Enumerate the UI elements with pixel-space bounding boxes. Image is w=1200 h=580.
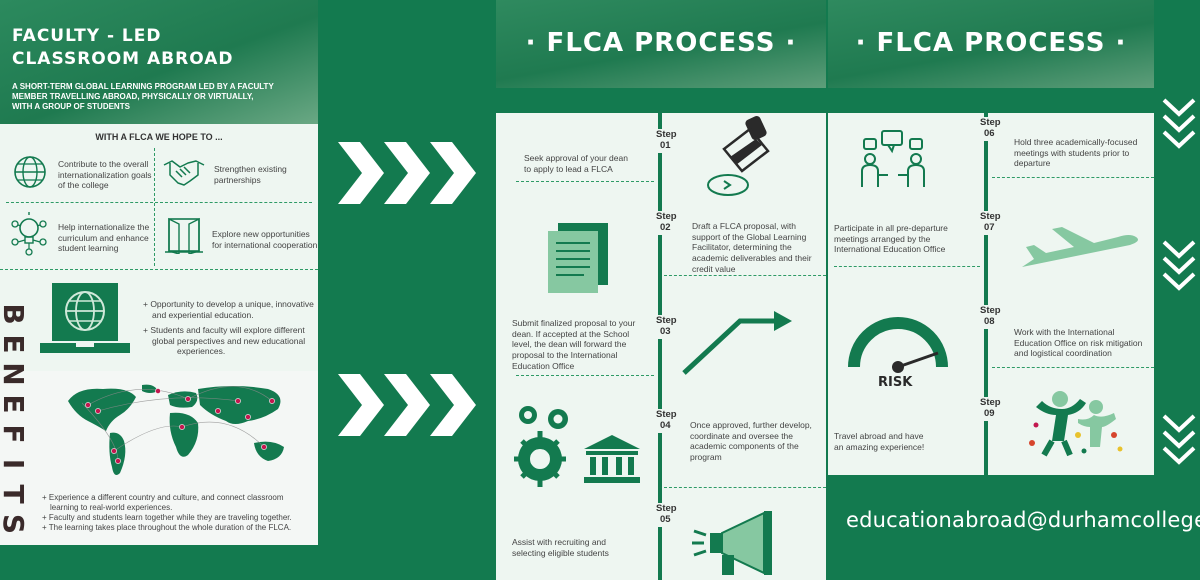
stamp-icon xyxy=(707,115,770,196)
benefits-letter: B xyxy=(0,303,30,325)
process-title-2: · FLCA PROCESS · xyxy=(855,28,1127,58)
hopes-hdivider xyxy=(6,202,312,203)
down-chevrons-icon-1 xyxy=(1162,98,1196,149)
contact-email[interactable]: educationabroad@durhamcollege.ca xyxy=(846,508,1200,532)
arrow-up-icon xyxy=(682,311,792,375)
benefit-text-c: + Experience a different country and cul… xyxy=(42,493,284,512)
benefits-letter: I xyxy=(0,458,30,470)
step-divider-06 xyxy=(992,177,1154,178)
step-divider-07 xyxy=(834,266,980,267)
document-icon xyxy=(548,223,608,293)
hopes-section: WITH A FLCA WE HOPE TO ... Contribute to… xyxy=(0,124,318,269)
step-divider-08 xyxy=(992,367,1154,368)
left-header: FACULTY - LED CLASSROOM ABROAD A SHORT-T… xyxy=(0,0,318,124)
chevrons-icon-upper xyxy=(338,142,476,204)
hopes-vdivider xyxy=(154,148,155,266)
subtitle-line1: A SHORT-TERM GLOBAL LEARNING PROGRAM LED… xyxy=(12,82,274,91)
main-title-line2: CLASSROOM ABROAD xyxy=(12,49,234,69)
benefits-section: B E N E F I T S + Opportunity to develop… xyxy=(0,269,318,545)
process-header-2: · FLCA PROCESS · xyxy=(828,0,1154,88)
down-chevrons-icon-2 xyxy=(1162,240,1196,291)
airplane-icon xyxy=(1022,227,1138,267)
hopes-heading: WITH A FLCA WE HOPE TO ... xyxy=(95,132,223,142)
open-door-icon xyxy=(165,217,203,254)
subtitle-line3: WITH A GROUP OF STUDENTS xyxy=(12,102,130,111)
benefit-text-a: + Opportunity to develop a unique, innov… xyxy=(143,299,314,320)
benefits-vertical-word: B E N E F I T S xyxy=(0,299,30,539)
timeline-line-1 xyxy=(658,113,662,580)
left-panel: FACULTY - LED CLASSROOM ABROAD A SHORT-T… xyxy=(0,0,318,545)
down-chevrons-icon-3 xyxy=(1162,414,1196,465)
benefits-letter: N xyxy=(0,362,30,386)
step-divider-03 xyxy=(516,375,654,376)
risk-label: RISK xyxy=(878,375,913,390)
benefits-letter: E xyxy=(0,334,30,354)
globe-icon xyxy=(14,156,46,188)
benefits-letter: S xyxy=(0,513,30,535)
megaphone-icon xyxy=(692,511,772,575)
step-divider-01 xyxy=(516,181,654,182)
risk-gauge-icon xyxy=(848,317,948,373)
benefits-letter: F xyxy=(0,424,30,444)
process-header-1: · FLCA PROCESS · xyxy=(496,0,826,88)
benefits-letter: T xyxy=(0,484,30,504)
benefit-text-e: + The learning takes place throughout th… xyxy=(42,523,292,532)
benefits-letter: E xyxy=(0,394,30,414)
benefits-divider-top xyxy=(0,269,318,270)
step-text-04: Once approved, further develop,coordinat… xyxy=(690,420,812,462)
step-divider-04 xyxy=(664,487,826,488)
main-title-line1: FACULTY - LED xyxy=(12,26,162,46)
subtitle-line2: MEMBER TRAVELLING ABROAD, PHYSICALLY OR … xyxy=(12,92,254,101)
benefit-text-d: + Faculty and students learn together wh… xyxy=(42,513,292,522)
world-map-icon xyxy=(68,384,284,475)
chevrons-icon-lower xyxy=(338,374,476,436)
meeting-people-icon xyxy=(861,130,925,187)
gears-icon xyxy=(514,406,568,487)
celebrating-people-icon xyxy=(1029,391,1123,457)
lightbulb-icon xyxy=(11,212,47,256)
handshake-icon xyxy=(163,160,205,186)
process-title-1: · FLCA PROCESS · xyxy=(525,28,797,58)
laptop-globe-icon xyxy=(40,283,130,353)
step-divider-02 xyxy=(664,275,826,276)
benefit-text-b: + Students and faculty will explore diff… xyxy=(143,325,306,357)
timeline-line-2 xyxy=(984,113,988,475)
bank-building-icon xyxy=(584,435,640,483)
